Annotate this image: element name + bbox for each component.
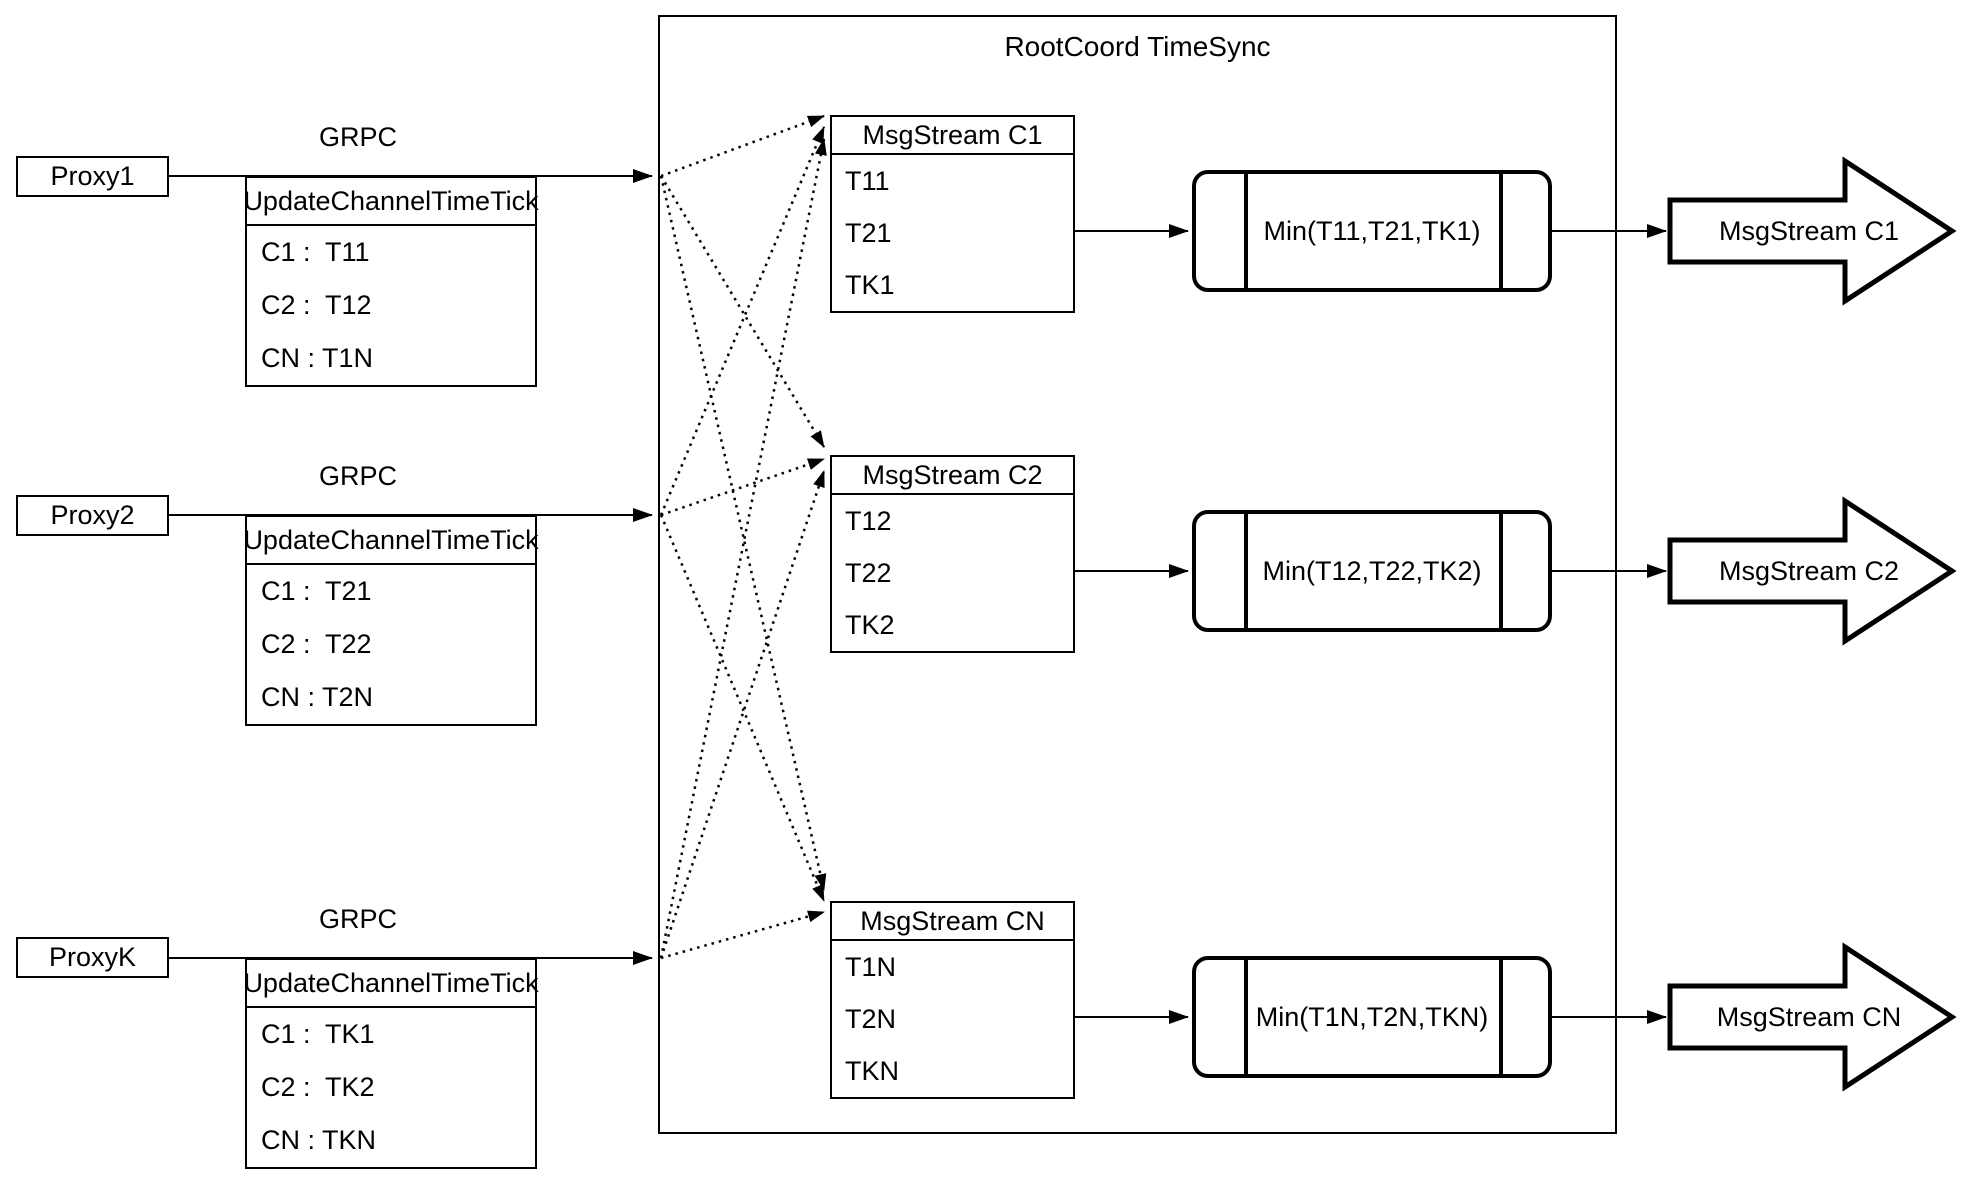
grpc-label-1: GRPC [318,122,397,152]
min-queue-c1: Min(T11,T21,TK1) [1192,170,1552,292]
msgstream-cn-table: MsgStream CN T1N T2N TKN [830,901,1075,1099]
message-table-2-row-cn: CN : T2N [261,682,374,712]
msgstream-cn-tick-1: T1N [845,951,897,982]
min-label-c1: Min(T11,T21,TK1) [1263,215,1481,246]
msgstream-c1-tick-2: T21 [845,217,892,248]
msgstream-cn-tick-2: T2N [845,1003,897,1034]
grpc-label-3: GRPC [318,904,397,934]
min-label-c2: Min(T12,T22,TK2) [1262,555,1482,586]
msgstream-c2-table-header: MsgStream C2 [832,457,1073,495]
grpc-label-2: GRPC [318,461,397,491]
output-block-arrow-cn [1667,942,1957,1092]
min-queue-c2: Min(T12,T22,TK2) [1192,510,1552,632]
msgstream-c2-tick-2: T22 [845,557,892,588]
queue-divider-right [1499,960,1503,1074]
min-queue-cn: Min(T1N,T2N,TKN) [1192,956,1552,1078]
message-table-3-row-c1: C1 : TK1 [261,1019,375,1049]
msgstream-c1-table: MsgStream C1 T11 T21 TK1 [830,115,1075,313]
update-channel-timetick-table-3: UpdateChannelTimeTick C1 : TK1 C2 : TK2 … [243,958,539,1169]
message-table-3-row-c2: C2 : TK2 [261,1072,375,1102]
proxy1-box: Proxy1 [16,156,169,197]
message-table-1-row-cn: CN : T1N [261,343,374,373]
rootcoord-timesync-title: RootCoord TimeSync [1004,31,1271,62]
message-table-1-row-c2: C2 : T12 [261,290,372,320]
queue-divider-left [1244,174,1248,288]
message-table-3-header: UpdateChannelTimeTick [243,960,539,1008]
proxy2-box: Proxy2 [16,495,169,536]
msgstream-c2-table: MsgStream C2 T12 T22 TK2 [830,455,1075,653]
msgstream-c1-tick-1: T11 [845,165,890,196]
message-table-2-header: UpdateChannelTimeTick [243,517,539,565]
output-arrow-label-cn: MsgStream CN [1716,1001,1902,1032]
proxy2-label: Proxy2 [50,500,135,530]
queue-divider-right [1499,174,1503,288]
output-arrow-label-c1: MsgStream C1 [1718,215,1900,246]
proxy1-label: Proxy1 [50,161,135,191]
message-table-2-row-c2: C2 : T22 [261,629,372,659]
proxyk-label: ProxyK [48,942,137,972]
update-channel-timetick-table-1: UpdateChannelTimeTick C1 : T11 C2 : T12 … [243,176,539,387]
msgstream-c1-tick-3: TK1 [845,269,895,300]
queue-divider-right [1499,514,1503,628]
msgstream-cn-table-header: MsgStream CN [832,903,1073,941]
message-table-1-header: UpdateChannelTimeTick [243,178,539,226]
msgstream-c1-table-header: MsgStream C1 [832,117,1073,155]
output-block-arrow-c1 [1667,156,1957,306]
message-table-1-row-c1: C1 : T11 [261,237,370,267]
message-table-3-row-cn: CN : TKN [261,1125,377,1155]
msgstream-c2-tick-3: TK2 [845,609,895,640]
message-table-2-row-c1: C1 : T21 [261,576,372,606]
msgstream-c2-tick-1: T12 [845,505,892,536]
output-arrow-label-c2: MsgStream C2 [1718,555,1900,586]
msgstream-cn-tick-3: TKN [845,1055,899,1086]
rootcoord-timesync-box [658,15,1617,1134]
output-block-arrow-c2 [1667,496,1957,646]
proxyk-box: ProxyK [16,937,169,978]
update-channel-timetick-table-2: UpdateChannelTimeTick C1 : T21 C2 : T22 … [243,515,539,726]
min-label-cn: Min(T1N,T2N,TKN) [1255,1001,1489,1032]
dotted-timetick-arrows [659,114,827,960]
queue-divider-left [1244,514,1248,628]
queue-divider-left [1244,960,1248,1074]
